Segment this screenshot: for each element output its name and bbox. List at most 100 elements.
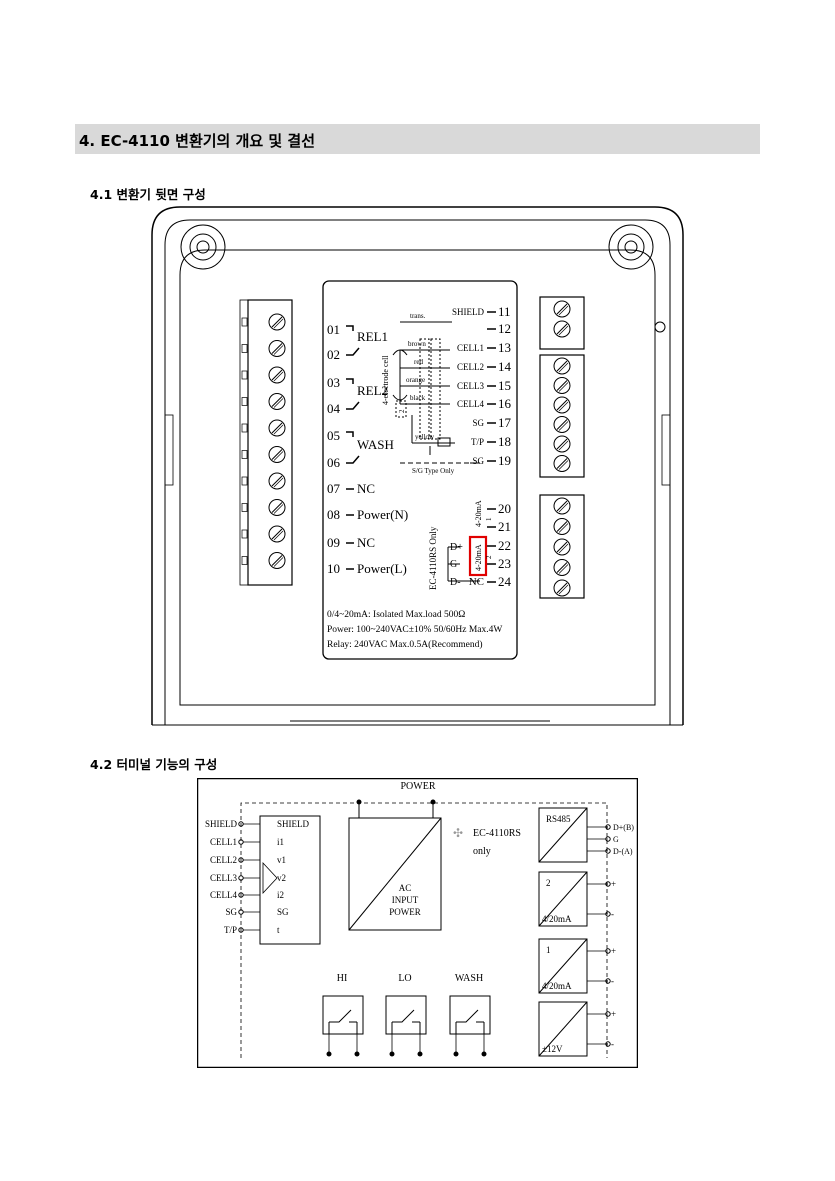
svg-text:trans.: trans.	[410, 312, 426, 320]
terminal-number-12: 12	[498, 321, 511, 336]
svg-text:-: -	[611, 1039, 614, 1049]
svg-text:G: G	[613, 835, 619, 844]
left-terminal-screw	[268, 552, 286, 569]
terminal-number-16: 16	[498, 396, 512, 411]
svg-text:1: 1	[485, 517, 493, 521]
input-block-label: i2	[277, 890, 284, 900]
section-title: 4. EC-4110 변환기의 개요 및 결선	[79, 132, 316, 150]
terminal-label: SG	[472, 456, 484, 466]
right-terminal-screw	[553, 320, 571, 338]
mounting-hole-left	[180, 224, 226, 270]
right-terminal-screw	[553, 416, 571, 433]
left-terminal-screw	[268, 472, 286, 490]
terminal-number-14: 14	[498, 359, 512, 374]
left-terminal-screw	[268, 499, 286, 516]
terminal-label: NC	[357, 481, 375, 496]
terminal-number-20: 20	[498, 501, 511, 516]
ac-power-label: INPUT	[392, 895, 419, 905]
terminal-slot	[241, 529, 248, 539]
svg-text:D-(A): D-(A)	[613, 847, 633, 856]
terminal-number-10: 10	[327, 561, 340, 576]
left-terminal-screw	[268, 525, 286, 543]
right-terminal-block	[539, 296, 585, 599]
rs-note: only	[473, 846, 491, 857]
input-block-label: v1	[277, 855, 286, 865]
right-terminal-screw	[553, 377, 571, 394]
analog-output-2-block: 2 4/20mA + -	[538, 871, 616, 927]
svg-text:yellow: yellow	[415, 433, 435, 441]
cross-marker: ✣	[453, 826, 463, 840]
terminal-label: SHIELD	[452, 307, 484, 317]
svg-text:D+: D+	[450, 542, 463, 553]
svg-text:-: -	[611, 909, 614, 919]
terminal-number-17: 17	[498, 415, 512, 430]
right-terminal-screw	[553, 559, 571, 576]
input-terminal-label: CELL4	[210, 890, 237, 900]
spec-note: Relay: 240VAC Max.0.5A(Recommend)	[327, 639, 483, 650]
terminal-number-01: 01	[327, 322, 340, 337]
terminal-number-18: 18	[498, 434, 511, 449]
left-terminal-screw	[268, 446, 286, 463]
svg-text:orange: orange	[406, 376, 425, 384]
input-block-label: SG	[277, 907, 289, 917]
input-terminal-label: SHIELD	[205, 819, 237, 829]
svg-text:+: +	[611, 879, 616, 889]
4-20ma-highlight-box	[468, 535, 488, 577]
terminal-number-09: 09	[327, 535, 340, 550]
terminal-slot	[241, 423, 248, 433]
mounting-hole-right	[608, 224, 654, 270]
ac-power-label: AC	[399, 883, 412, 893]
input-block-label: SHIELD	[277, 819, 309, 829]
section-header-bar	[75, 124, 760, 154]
dc-output-block: ±12V + -	[538, 1001, 616, 1057]
terminal-slot	[241, 556, 248, 565]
terminal-number-11: 11	[498, 304, 511, 319]
right-terminal-screw	[553, 300, 571, 318]
svg-text:±12V: ±12V	[542, 1044, 563, 1054]
terminal-label: Power(N)	[357, 507, 408, 522]
input-terminal-label: CELL3	[210, 873, 237, 883]
subsection-title-terminal: 4.2 터미널 기능의 구성	[90, 757, 218, 772]
svg-text:+: +	[611, 946, 616, 956]
svg-text:-: -	[611, 976, 614, 986]
terminal-number-04: 04	[327, 401, 341, 416]
right-terminal-screw	[553, 396, 571, 414]
terminal-label: CELL2	[457, 362, 484, 372]
terminal-slot	[241, 476, 248, 486]
terminal-number-03: 03	[327, 375, 340, 390]
ac-power-label: POWER	[389, 907, 421, 917]
svg-text:4/20mA: 4/20mA	[542, 914, 572, 924]
rear-panel-figure: 01020304050607080910REL1REL2WASHNCPower(…	[151, 206, 684, 726]
terminal-number-07: 07	[327, 481, 341, 496]
svg-text:WASH: WASH	[455, 973, 483, 984]
svg-text:HI: HI	[337, 973, 348, 984]
svg-text:2: 2	[398, 409, 406, 413]
input-block-label: t	[277, 925, 280, 935]
input-block-label: i1	[277, 837, 284, 847]
terminal-label: NC	[469, 576, 484, 588]
power-label: POWER	[401, 781, 436, 792]
right-terminal-screw	[553, 435, 571, 453]
terminal-slot	[241, 397, 248, 406]
svg-text:1: 1	[546, 945, 551, 955]
terminal-number-22: 22	[498, 538, 511, 553]
left-terminal-block	[239, 299, 293, 586]
input-terminal-label: CELL2	[210, 855, 237, 865]
svg-text:2: 2	[546, 878, 551, 888]
terminal-number-24: 24	[498, 574, 512, 589]
left-terminal-screw	[268, 393, 286, 410]
terminal-number-21: 21	[498, 519, 511, 534]
spec-note: Power: 100~240VAC±10% 50/60Hz Max.4W	[327, 625, 502, 635]
svg-text:+: +	[611, 1009, 616, 1019]
svg-text:black: black	[410, 394, 426, 402]
relay-lo: LO	[385, 973, 427, 1057]
left-terminal-screw	[268, 313, 286, 331]
terminal-slot	[241, 450, 248, 459]
relay-label: WASH	[357, 437, 394, 452]
svg-text:4-20mA: 4-20mA	[474, 544, 483, 571]
terminal-number-05: 05	[327, 428, 340, 443]
terminal-number-13: 13	[498, 340, 511, 355]
terminal-number-23: 23	[498, 556, 511, 571]
terminal-label: CELL4	[457, 399, 484, 409]
